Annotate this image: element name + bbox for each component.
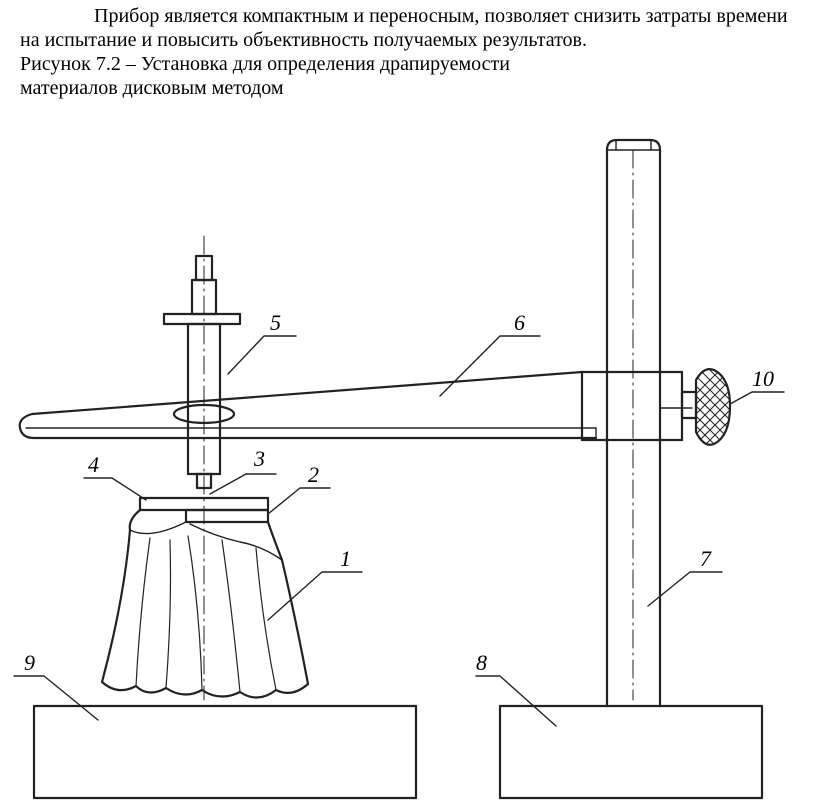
label-4: 4 [88,452,99,477]
leader-lines [13,335,785,727]
label-3: 3 [253,446,265,471]
label-9: 9 [24,650,35,675]
knurled-knob [680,368,732,446]
figure-caption-line-2: материалов дисковым методом [20,77,284,99]
text-block: Прибор является компактным и переносным,… [20,4,810,100]
draped-fabric [100,508,310,699]
horizontal-arm [18,370,598,440]
figure-caption-line-1: Рисунок 7.2 – Установка для определения … [20,53,510,75]
label-6: 6 [514,310,525,335]
label-10: 10 [752,366,774,391]
body-paragraph: Прибор является компактным и переносным,… [20,5,788,51]
left-base-block [32,704,418,800]
right-base-block [498,704,764,800]
label-5: 5 [270,310,281,335]
spindle [162,254,242,490]
label-1: 1 [340,546,351,571]
column-clamp [580,370,684,442]
label-2: 2 [308,462,319,487]
sample-disk [184,508,270,524]
label-7: 7 [700,546,712,571]
label-8: 8 [476,650,487,675]
vertical-column [605,138,662,708]
